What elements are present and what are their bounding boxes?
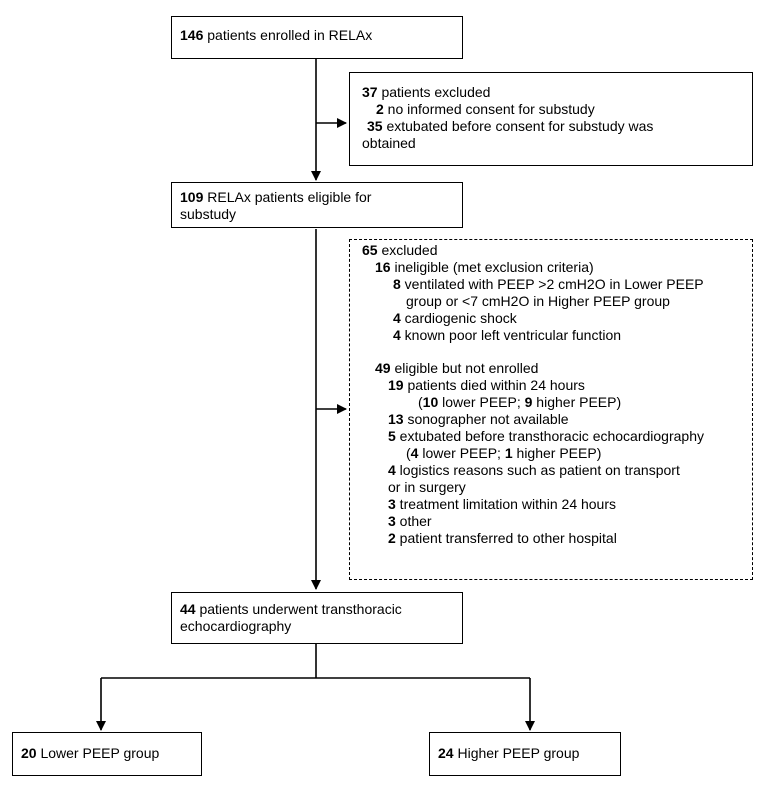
excluded-box-2: 65 excluded 16 ineligible (met exclusion…	[349, 239, 753, 580]
excluded1-label: patients excluded	[377, 84, 491, 100]
echo-label: patients underwent transthoracic	[195, 601, 402, 617]
ext-lower-count: 4	[410, 445, 419, 461]
higher-peep-box: 24 Higher PEEP group	[429, 732, 621, 776]
treatment-label: treatment limitation within 24 hours	[395, 496, 617, 512]
not-enrolled-label: eligible but not enrolled	[390, 360, 539, 376]
shock-label: cardiogenic shock	[400, 310, 517, 326]
logistics-label: logistics reasons such as patient on tra…	[395, 462, 680, 478]
ineligible-count: 16	[375, 259, 391, 275]
lvf-label: known poor left ventricular function	[400, 327, 622, 343]
eligible-box: 109 RELAx patients eligible for substudy	[171, 182, 463, 228]
logistics-cont: or in surgery	[388, 479, 466, 495]
lower-label: Lower PEEP group	[36, 745, 160, 761]
ext-split-open: (	[406, 445, 411, 461]
other-label: other	[395, 513, 432, 529]
excluded2-count: 65	[362, 242, 378, 258]
died-split-open: (	[418, 394, 423, 410]
logistics-count: 4	[388, 462, 396, 478]
died-lower-count: 10	[422, 394, 439, 410]
ineligible-label: ineligible (met exclusion criteria)	[390, 259, 594, 275]
extubated-label: extubated before transthoracic echocardi…	[395, 428, 704, 444]
echo-count: 44	[180, 601, 196, 617]
excluded-box-1: 37 patients excluded 2 no informed conse…	[349, 72, 753, 166]
enrolled-box: 146 patients enrolled in RELAx	[171, 16, 463, 59]
higher-label: Higher PEEP group	[453, 745, 580, 761]
lvf-count: 4	[393, 327, 401, 343]
died-higher-label: higher PEEP)	[532, 394, 622, 410]
echo-box: 44 patients underwent transthoracic echo…	[171, 592, 463, 644]
peep-count: 8	[393, 276, 401, 292]
eligible-label: RELAx patients eligible for	[203, 189, 372, 205]
ext-higher-label: higher PEEP)	[512, 445, 602, 461]
excluded2-label: excluded	[377, 242, 438, 258]
extubated-consent-label: extubated before consent for substudy wa…	[382, 118, 654, 134]
died-lower-label: lower PEEP;	[438, 394, 525, 410]
died-label: patients died within 24 hours	[403, 377, 585, 393]
no-consent-count: 2	[376, 101, 384, 117]
excluded1-count: 37	[362, 84, 378, 100]
extubated-consent-cont: obtained	[362, 135, 416, 151]
peep-label: ventilated with PEEP >2 cmH2O in Lower P…	[400, 276, 704, 292]
higher-count: 24	[438, 745, 454, 761]
not-enrolled-count: 49	[375, 360, 391, 376]
enrolled-count: 146	[180, 27, 204, 43]
no-consent-label: no informed consent for substudy	[383, 101, 595, 117]
enrolled-label: patients enrolled in RELAx	[203, 27, 373, 43]
echo-cont: echocardiography	[180, 618, 292, 634]
lower-peep-box: 20 Lower PEEP group	[12, 732, 202, 776]
eligible-count: 109	[180, 189, 204, 205]
died-count: 19	[388, 377, 404, 393]
sonographer-count: 13	[388, 411, 404, 427]
treatment-count: 3	[388, 496, 396, 512]
transferred-label: patient transferred to other hospital	[395, 530, 617, 546]
sonographer-label: sonographer not available	[403, 411, 569, 427]
other-count: 3	[388, 513, 396, 529]
eligible-cont: substudy	[180, 206, 237, 222]
transferred-count: 2	[388, 530, 396, 546]
extubated-consent-count: 35	[367, 118, 383, 134]
extubated-count: 5	[388, 428, 396, 444]
ext-higher-count: 1	[504, 445, 513, 461]
shock-count: 4	[393, 310, 401, 326]
peep-cont: group or <7 cmH2O in Higher PEEP group	[406, 293, 670, 309]
died-higher-count: 9	[524, 394, 533, 410]
ext-lower-label: lower PEEP;	[418, 445, 505, 461]
lower-count: 20	[21, 745, 37, 761]
